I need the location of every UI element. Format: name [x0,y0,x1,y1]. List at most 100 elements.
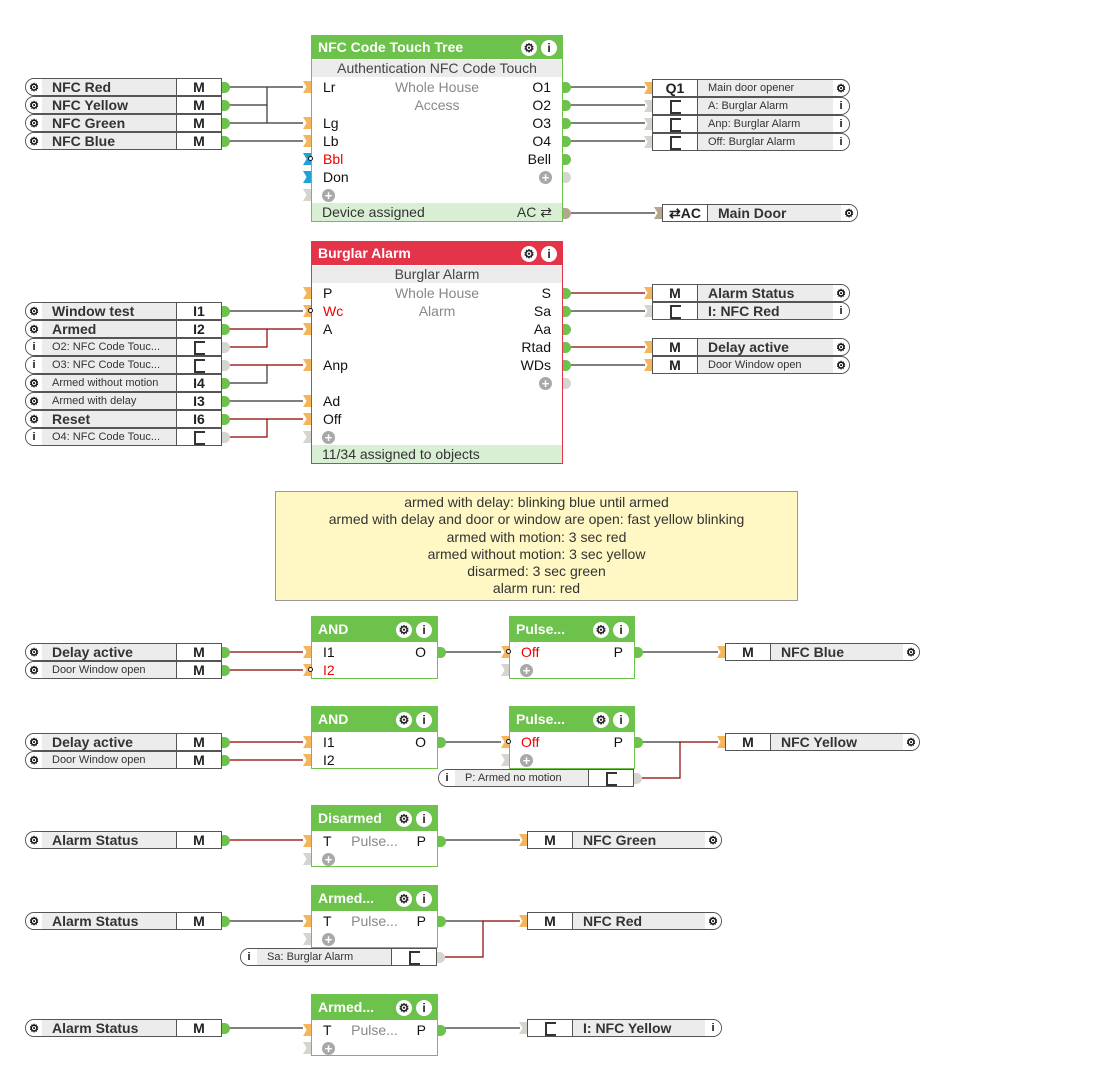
info-icon[interactable]: i [613,711,629,728]
input-port[interactable] [501,646,509,658]
gear-icon[interactable]: ⚙ [396,810,412,827]
input-port[interactable] [303,736,311,748]
output-port[interactable] [222,835,230,846]
block-header[interactable]: Pulse...⚙i [510,707,634,732]
output-port[interactable] [222,432,230,443]
gear-icon[interactable]: ⚙ [26,375,42,391]
block-header[interactable]: Burglar Alarm⚙i [312,242,562,265]
info-icon[interactable]: i [241,949,257,965]
output-port[interactable] [222,737,230,748]
gear-icon[interactable]: ⚙ [26,393,42,409]
gear-icon[interactable]: ⚙ [26,644,42,660]
input-port[interactable] [501,754,509,766]
gear-icon[interactable]: ⚙ [26,411,42,427]
info-icon[interactable]: i [541,39,557,56]
input-port[interactable] [303,81,311,93]
output-port[interactable] [563,100,571,111]
gear-icon[interactable]: ⚙ [841,205,857,221]
info-icon[interactable]: i [833,98,849,114]
output-port[interactable] [635,647,643,658]
input-port[interactable] [303,915,311,927]
output-port[interactable] [635,737,643,748]
gear-icon[interactable]: ⚙ [705,832,721,848]
gear-icon[interactable]: ⚙ [833,357,849,373]
input-port[interactable] [644,82,652,94]
block-header[interactable]: AND⚙i [312,617,437,642]
input-port[interactable] [303,287,311,299]
gear-icon[interactable]: ⚙ [26,1020,42,1036]
add-input-icon[interactable]: + [520,664,533,677]
output-port[interactable] [222,916,230,927]
wire[interactable] [445,920,520,958]
info-icon[interactable]: i [416,711,432,728]
output-port[interactable] [563,154,571,165]
add-input-icon[interactable]: + [520,754,533,767]
gear-icon[interactable]: ⚙ [521,39,537,56]
gear-icon[interactable]: ⚙ [593,621,609,638]
gear-icon[interactable]: ⚙ [26,321,42,337]
output-port[interactable] [222,1023,230,1034]
input-port[interactable] [717,646,725,658]
output-port[interactable] [563,208,571,219]
gear-icon[interactable]: ⚙ [26,115,42,131]
block-header[interactable]: AND⚙i [312,707,437,732]
info-icon[interactable]: i [541,245,557,262]
output-port[interactable] [222,324,230,335]
input-port[interactable] [644,136,652,148]
output-port[interactable] [563,306,571,317]
input-port[interactable] [519,1022,527,1034]
input-port[interactable] [519,834,527,846]
gear-icon[interactable]: ⚙ [26,133,42,149]
add-input-icon[interactable]: + [322,1042,335,1055]
input-port[interactable] [644,287,652,299]
add-input-icon[interactable]: + [322,933,335,946]
block-header[interactable]: Armed...⚙i [312,995,437,1020]
info-icon[interactable]: i [416,890,432,907]
gear-icon[interactable]: ⚙ [26,913,42,929]
input-port[interactable] [303,189,311,201]
input-port[interactable] [303,305,311,317]
output-port[interactable] [563,172,571,183]
block-header[interactable]: Disarmed⚙i [312,806,437,831]
output-port[interactable] [563,136,571,147]
info-icon[interactable]: i [833,116,849,132]
output-port[interactable] [563,324,571,335]
input-port[interactable] [644,305,652,317]
output-port[interactable] [634,773,642,784]
gear-icon[interactable]: ⚙ [26,97,42,113]
info-icon[interactable]: i [833,303,849,319]
gear-icon[interactable]: ⚙ [26,79,42,95]
gear-icon[interactable]: ⚙ [833,80,849,96]
output-port[interactable] [222,82,230,93]
info-icon[interactable]: i [416,810,432,827]
output-port[interactable] [222,378,230,389]
output-port[interactable] [563,360,571,371]
add-output-icon[interactable]: + [539,171,552,184]
add-input-icon[interactable]: + [322,853,335,866]
output-port[interactable] [438,647,446,658]
gear-icon[interactable]: ⚙ [26,662,42,678]
wire[interactable] [228,419,268,438]
info-icon[interactable]: i [416,999,432,1016]
